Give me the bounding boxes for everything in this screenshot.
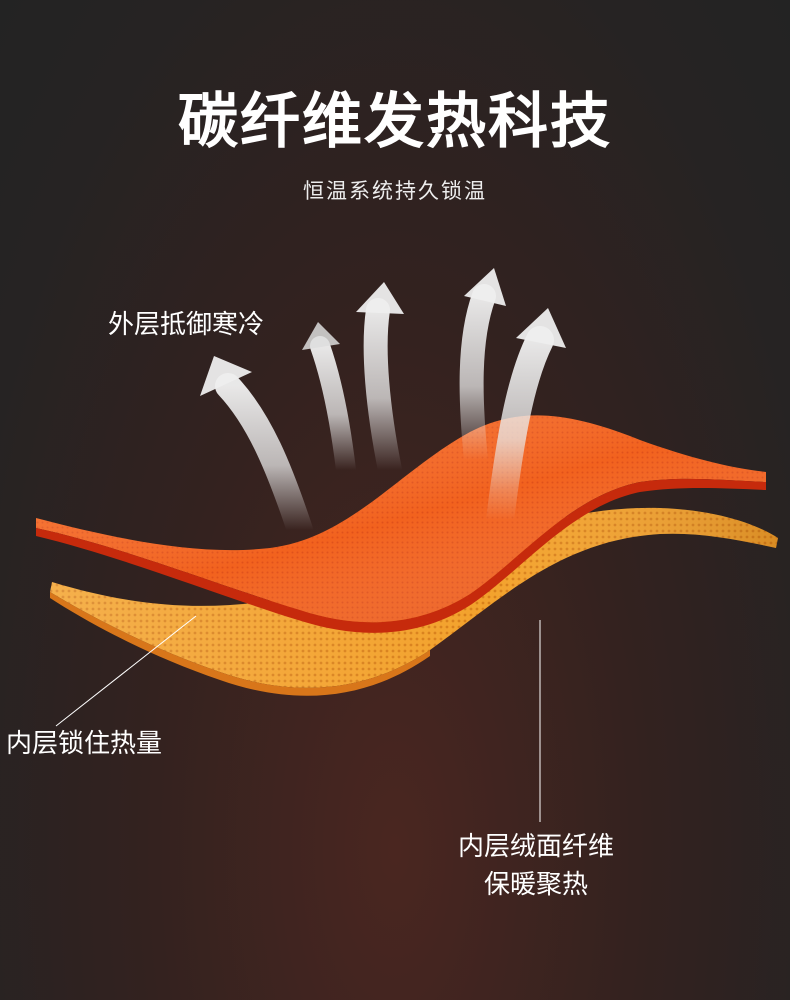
heat-rising-arrow-icon — [459, 268, 506, 472]
label-fleece: 内层绒面纤维 保暖聚热 — [458, 828, 614, 904]
label-fleece-line1: 内层绒面纤维 — [458, 832, 615, 862]
page-title: 碳纤维发热科技 — [178, 87, 612, 157]
label-outer-layer: 外层抵御寒冷 — [108, 310, 265, 340]
heat-rising-arrow-icon — [486, 308, 566, 534]
outer-shell-layer — [36, 415, 766, 633]
label-inner-lock: 内层锁住热量 — [6, 729, 163, 759]
callout-line-inner-lock — [55, 615, 197, 727]
page-subtitle: 恒温系统持久锁温 — [303, 179, 487, 203]
heat-rising-arrow-icon — [302, 322, 356, 480]
heat-rising-arrows — [200, 268, 566, 543]
heat-rising-arrow-icon — [200, 356, 313, 543]
label-fleece-line2: 保暖聚热 — [484, 870, 589, 900]
heat-rising-arrow-icon — [356, 282, 404, 482]
